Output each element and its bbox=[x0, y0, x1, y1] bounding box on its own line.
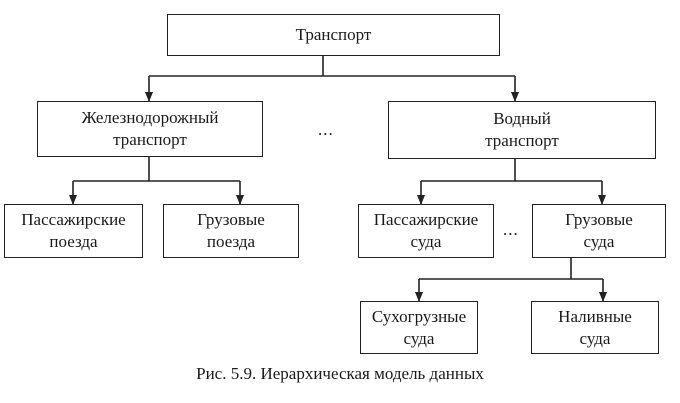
ellipsis-level3: ... bbox=[503, 220, 519, 239]
node-tanker-line1: Наливные bbox=[558, 306, 632, 326]
node-rail-passenger-line1: Пассажирские bbox=[21, 210, 126, 229]
node-rail-freight-line1: Грузовые bbox=[197, 210, 265, 229]
node-root-label: Транспорт bbox=[295, 25, 372, 44]
figure-caption: Рис. 5.9. Иерархическая модель данных bbox=[196, 364, 484, 383]
node-rail-line2: транспорт bbox=[113, 130, 187, 149]
node-rail-passenger: Пассажирские поезда bbox=[4, 204, 143, 258]
node-rail-line1: Железнодорожный bbox=[81, 108, 219, 127]
node-root: Транспорт bbox=[167, 14, 500, 56]
node-dry-cargo-line1: Сухогрузные bbox=[371, 306, 467, 326]
node-rail-freight-line2: поезда bbox=[206, 232, 256, 251]
node-water-passenger-line1: Пассажирские bbox=[373, 210, 479, 229]
node-water-freight-line2: суда bbox=[583, 232, 615, 251]
node-water-freight: Грузовые суда bbox=[532, 204, 666, 258]
node-rail-passenger-line2: поезда bbox=[49, 232, 98, 251]
node-tanker-line2: суда bbox=[579, 328, 611, 348]
node-dry-cargo: Сухогрузные суда bbox=[360, 301, 478, 354]
node-tanker: Наливные суда bbox=[531, 301, 659, 354]
node-water: Водный транспорт bbox=[388, 101, 656, 159]
node-water-freight-line1: Грузовые bbox=[565, 210, 633, 229]
node-rail: Железнодорожный транспорт bbox=[37, 101, 263, 157]
node-rail-freight: Грузовые поезда bbox=[163, 204, 299, 258]
node-water-passenger: Пассажирские суда bbox=[358, 204, 494, 258]
ellipsis-level2: ... bbox=[318, 120, 334, 139]
node-water-line2: транспорт bbox=[485, 131, 559, 150]
node-water-passenger-line2: суда bbox=[410, 232, 442, 251]
node-dry-cargo-line2: суда bbox=[403, 328, 435, 348]
node-water-line1: Водный bbox=[493, 109, 551, 128]
